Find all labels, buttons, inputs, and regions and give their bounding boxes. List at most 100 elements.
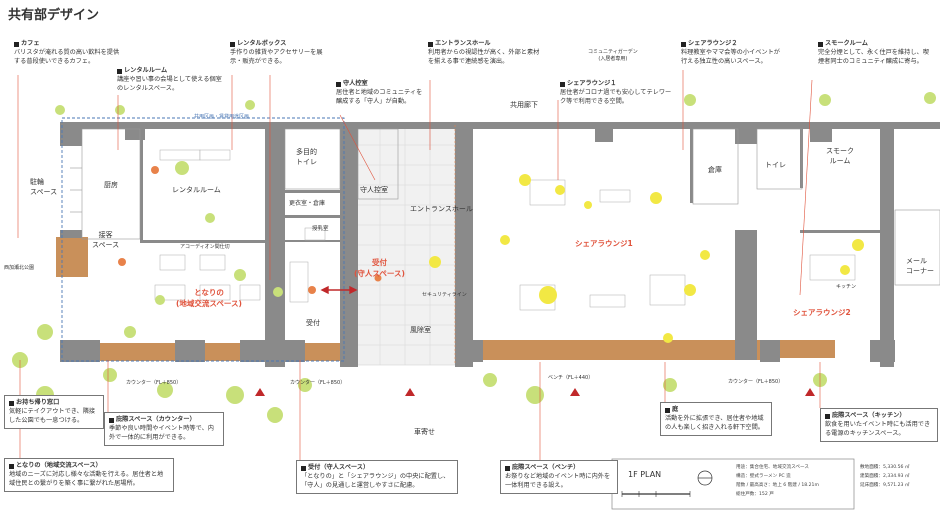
annotation-desc: 居住者と地域のコミュニティを醸成する「守人」が自動。 [336,89,423,105]
annotation-desc: バリスタが淹れる質の高い飲料を提供する普段使いできるカフェ。 [14,49,120,65]
room-lines [70,128,940,286]
annotation-rental-box: レンタルボックス 手作りの雑貨やアクセサリーを展示・販売ができる。 [230,40,328,66]
info-key: 総住戸数： [736,492,759,497]
annotation-desc: 気軽にテイクアウトでき、隣接した公園でも一息つける。 [9,408,96,424]
building-info-row: 用途：集合住宅、地域交流スペース [736,464,809,470]
legend-plan-label: 1F PLAN [628,470,662,479]
label-changing: 更衣室・倉庫 [289,200,326,207]
bullet-icon [505,465,510,471]
annotation-desc: 季節や良い時間やイベント時等で、内外で一体的に利用ができる。 [109,425,214,441]
annotation-title: エントランスホール [435,40,491,47]
bullet-icon [665,407,670,413]
info-key: 延床面積： [860,483,883,488]
annotation-tonari: となりの（地域交流スペース） 地域のニーズに対応し様々な活動を行える。居住者と地… [4,458,174,493]
annotation-title: 庇際スペース（カウンター） [116,416,196,423]
annotation-cafe: カフェ バリスタが淹れる質の高い飲料を提供する普段使いできるカフェ。 [14,40,120,66]
annotation-desc: 居住者がコロナ過でも安心してテレワーク等で利用できる空間。 [560,89,672,105]
annotation-takeout-window: お持ち帰り窓口 気軽にテイクアウトでき、隣接した公園でも一息つける。 [4,395,104,430]
scale-legend [611,458,855,510]
bullet-icon [825,413,830,419]
info-key: 階数 / 最高高さ： [736,483,773,488]
info-key: 建築面積： [860,474,883,479]
annotation-entrance-hall: エントランスホール 利用者からの視認性が高く、外部と素材を揃える事で連続感を演出… [428,40,540,66]
annotation-rental-room: レンタルルーム 講座や習い事の会場として使える個室のレンタルスペース。 [117,67,227,93]
label-uketsuke-red: 受付 (守人スペース) [354,258,405,278]
info-key: 用途： [736,465,750,470]
info-key: 敷地面積： [860,465,883,470]
label-smoke-room: スモーク ルーム [826,147,854,165]
label-multi-toilet: 多目的 トイレ [296,148,317,166]
info-value: 2,334.93 ㎡ [882,474,910,479]
annotation-title: 庇際スペース（キッチン） [832,412,906,419]
annotation-desc: 講座や習い事の会場として使える個室のレンタルスペース。 [117,76,222,92]
leader-lines [17,70,821,460]
label-uketsuke: 受付 [306,319,320,327]
info-value: 152 戸 [758,492,774,497]
entrance-paving [354,124,456,366]
sightline-arrow [320,285,358,295]
info-value: 9,571.23 ㎡ [882,483,910,488]
annotation-desc: 飲食を用いたイベント時にも活用できる電源のキッチンスペース。 [825,421,931,437]
annotation-title: スモークルーム [825,40,868,47]
bullet-icon [9,463,14,469]
bullet-icon [818,41,823,47]
label-kitchen-2: キッチン [836,284,857,290]
people-markers [118,166,382,294]
label-reception-space: 接客 スペース [92,231,120,249]
label-counter-2: カウンター（FL＋850） [290,380,346,386]
bullet-icon [14,41,19,47]
info-value: 集合住宅、地域交流スペース [749,465,809,470]
bullet-icon [230,41,235,47]
bullet-icon [117,68,122,74]
label-storage: 倉庫 [708,166,722,174]
annotation-share-lounge-2: シェアラウンジ２ 料理教室やママ会等の小イベントが行える独立性の高いスペース。 [681,40,786,66]
label-entrance: エントランスホール [410,205,473,213]
annotation-title: シェアラウンジ２ [688,40,738,47]
info-value: 壁式ラーメン PC 造 [749,474,791,479]
bullet-icon [560,81,565,87]
label-community-garden: コミュニティガーデン (入居者専用) [588,49,638,62]
bullet-icon [109,417,114,423]
label-mail-corner: メール コーナー [906,257,934,275]
building-info-area: 敷地面積：5,330.56 ㎡ [860,464,910,470]
walls [60,122,940,367]
annotation-desc: 手作りの雑貨やアクセサリーを展示・販売ができる。 [230,49,323,65]
annotation-title: 守人控室 [343,80,368,87]
annotation-title: カフェ [21,40,40,47]
yellow-plants [429,174,864,343]
label-rental-room: レンタルルーム [172,186,221,194]
annotation-desc: 料理教室やママ会等の小イベントが行える独立性の高いスペース。 [681,49,780,65]
bullet-icon [301,465,306,471]
annotation-desc: 「となりの」と「シェアラウンジ」の中央に配置し、「守人」の見通しと運営しやすさに… [301,473,450,489]
annotation-title: 庭 [672,406,679,413]
annotation-desc: 利用者からの視認性が高く、外部と素材を揃える事で連続感を演出。 [428,49,540,65]
label-security-line: セキュリティライン [422,292,467,298]
building-info-row: 階数 / 最高高さ：地上 6 階建 / 18.21m [736,482,819,488]
annotation-desc: 完全分煙として、永く住戸を維持し、喫煙者同士のコミュニティ醸成に寄与。 [818,49,929,65]
label-corridor: 共用廊下 [510,101,538,109]
annotation-eaves-counter: 庇際スペース（カウンター） 季節や良い時間やイベント時等で、内外で一体的に利用が… [104,412,224,447]
label-partition: アコーディオン間仕切 [180,244,230,250]
annotation-desc: 活動を外に拡張でき、居住者や地域の人も楽しく招き入れる軒下空間。 [665,415,764,431]
label-carriage-porch: 車寄せ [414,428,435,436]
bullet-icon [681,41,686,47]
annotation-reception: 受付（守人スペース） 「となりの」と「シェアラウンジ」の中央に配置し、「守人」の… [296,460,458,495]
bullet-icon [336,81,341,87]
label-prep: 授乳室 [312,226,329,232]
annotation-title: シェアラウンジ１ [567,80,617,87]
label-wind-room: 風除室 [410,326,431,334]
annotation-title: 庇際スペース（ベンチ） [512,464,580,471]
annotation-title: 受付（守人スペース） [308,464,370,471]
label-park: 西加瀬北公園 [4,265,35,271]
label-bicycle: 駐輪 スペース [30,178,58,196]
building-info-area: 延床面積：9,571.23 ㎡ [860,482,910,488]
entrance-markers [255,388,815,396]
page-title: 共有部デザイン [8,8,100,23]
annotation-eaves-kitchen: 庇際スペース（キッチン） 飲食を用いたイベント時にも活用できる電源のキッチンスペ… [820,408,938,443]
annotation-desc: 地域のニーズに対応し様々な活動を行える。居住者と地域住民との繋がりを築く事に繋が… [9,471,164,487]
label-share-lounge-2: シェアラウンジ2 [793,308,851,317]
label-shared-area: 共用区画・賃貸用途区画 [194,114,250,120]
info-value: 地上 6 階建 / 18.21m [772,483,819,488]
bullet-icon [428,41,433,47]
